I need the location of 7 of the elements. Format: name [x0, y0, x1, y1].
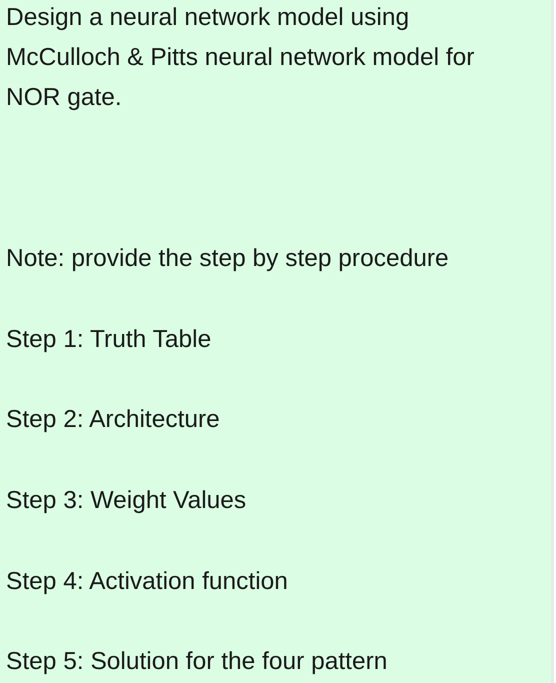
step-text: Step 4: Activation function	[6, 567, 288, 597]
question-text: Design a neural network model using McCulloch & Pitts neural network model for NOR gate.	[6, 3, 476, 113]
step-text: Step 3: Weight Values	[6, 486, 246, 516]
step-text: Step 2: Architecture	[6, 405, 220, 435]
note-text: Note: provide the step by step procedure	[6, 244, 449, 274]
step-text: Step 5: Solution for the four pattern	[6, 647, 388, 677]
step-text: Step 1: Truth Table	[6, 325, 212, 355]
